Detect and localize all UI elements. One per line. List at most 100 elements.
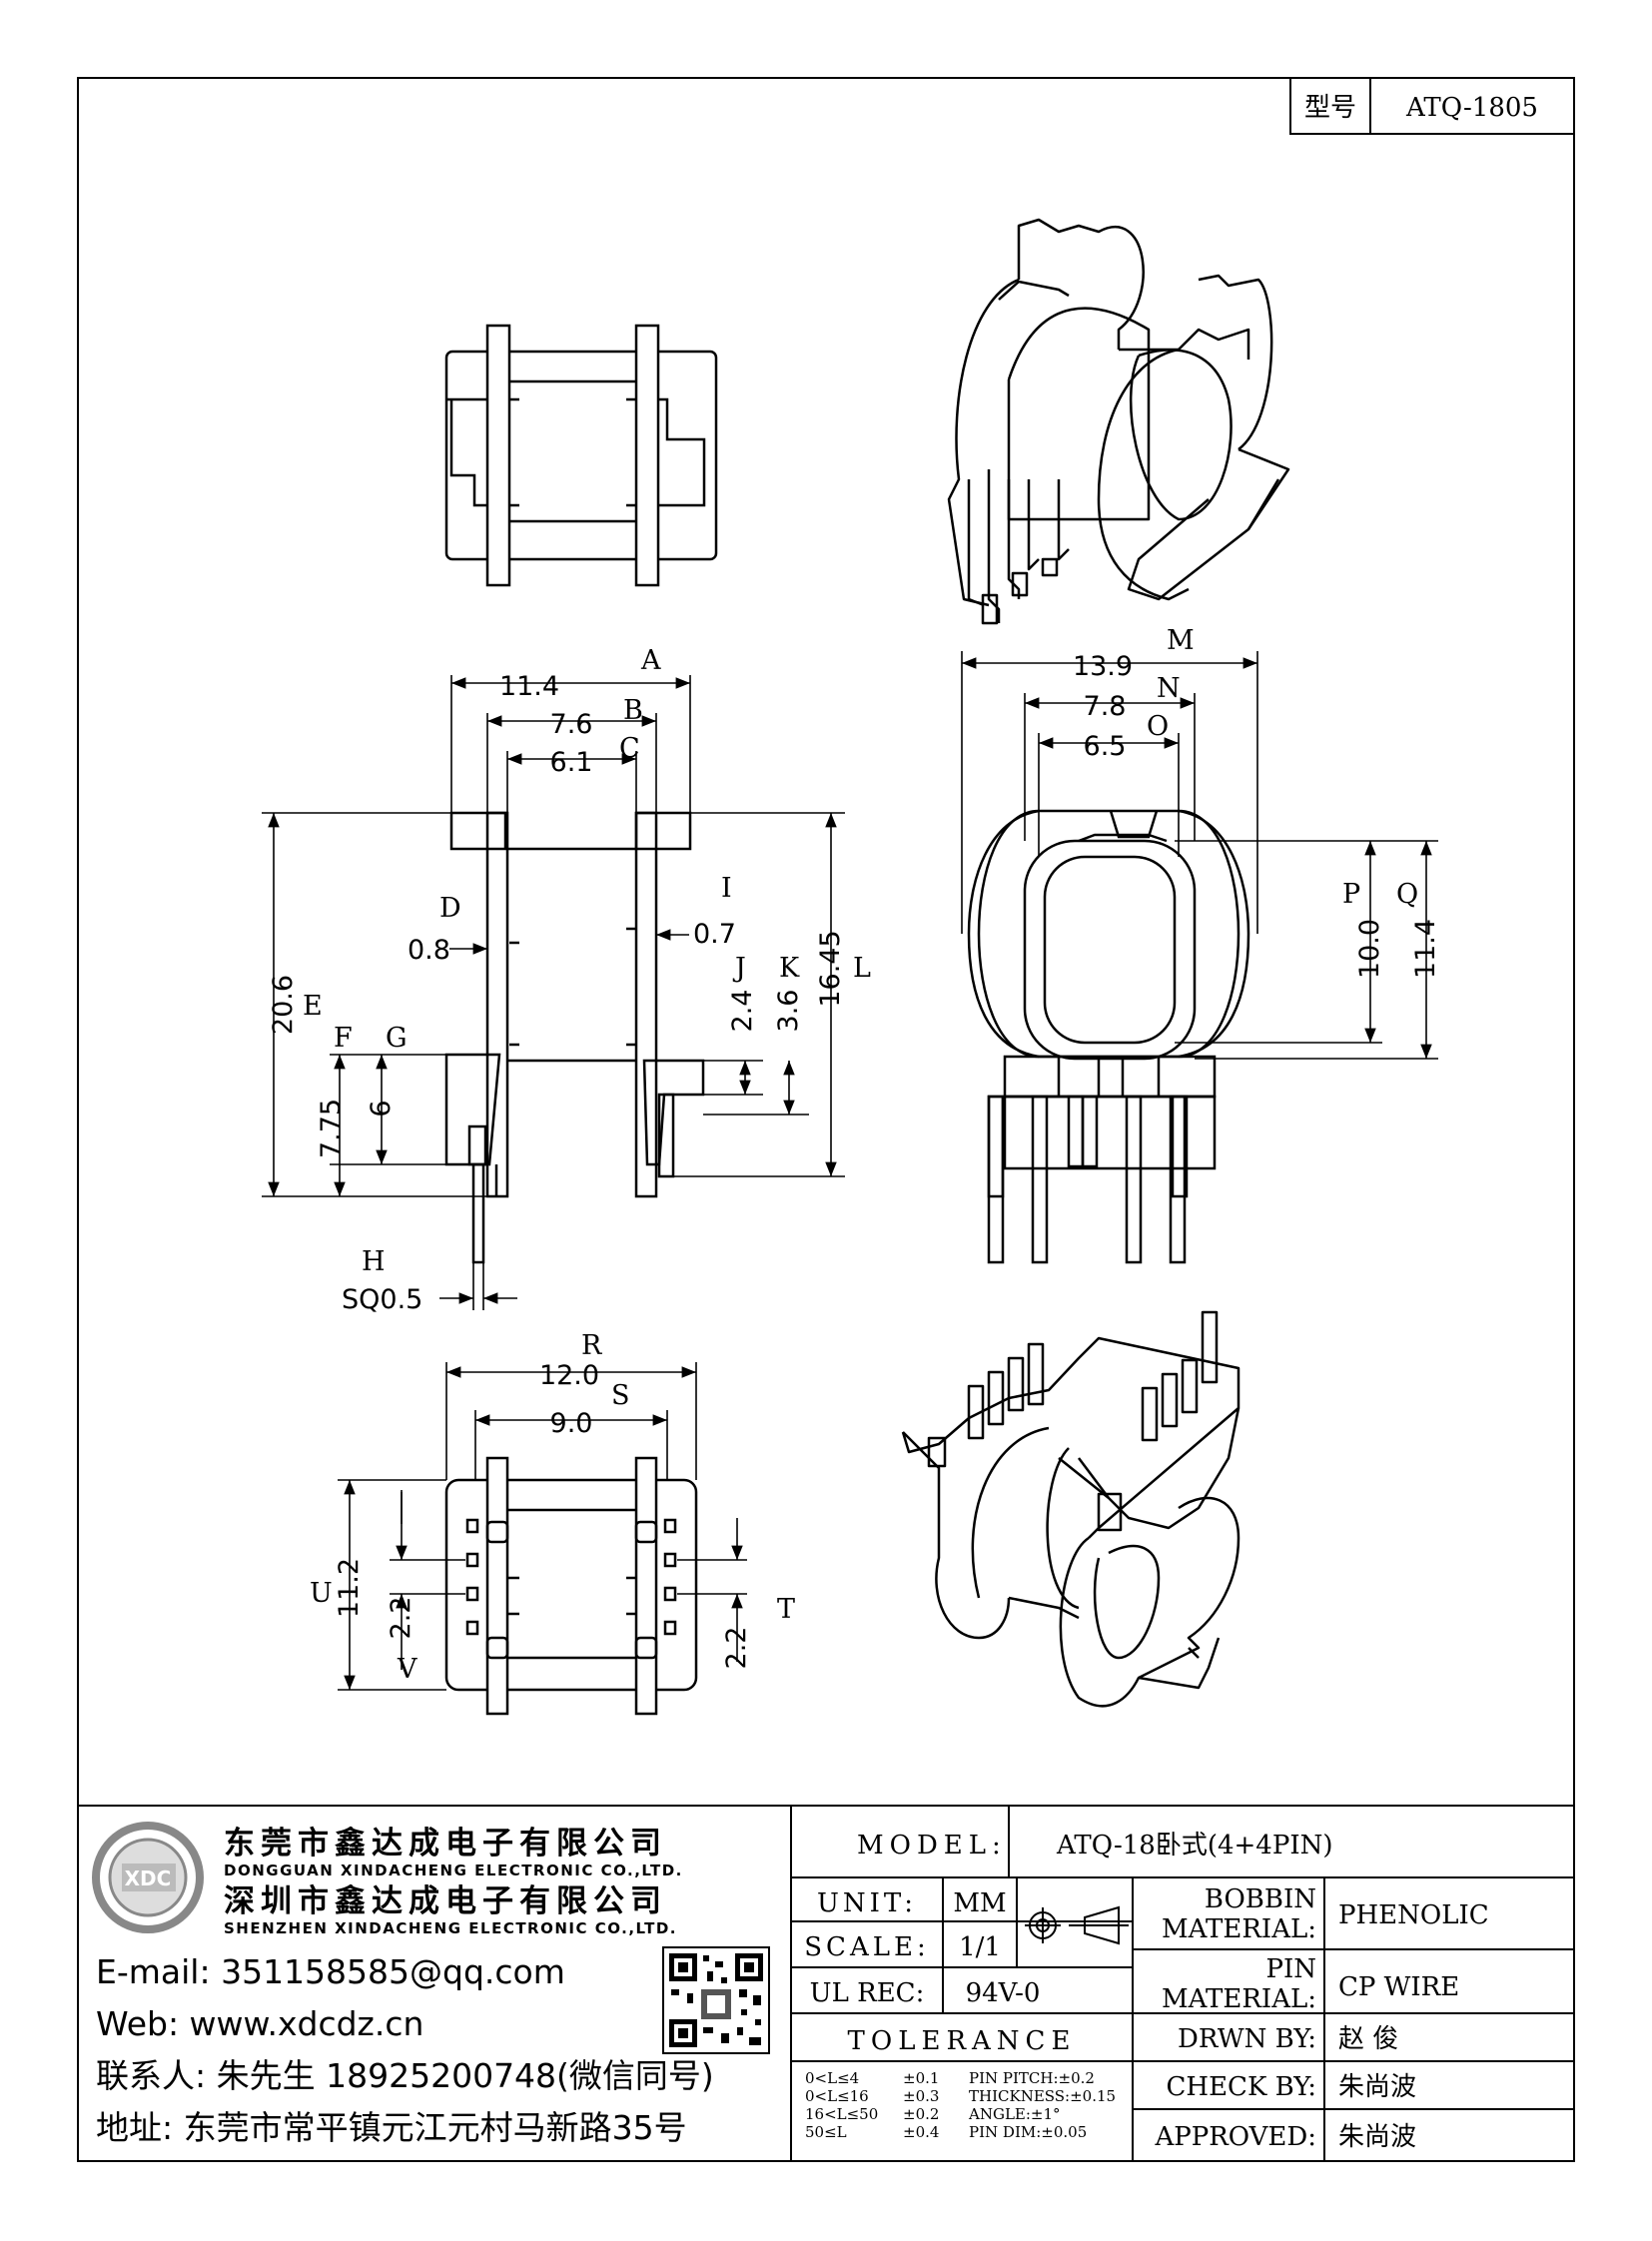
dim-value-J: 2.4 xyxy=(727,990,758,1033)
tb-ul-label: UL REC: xyxy=(810,1978,925,2008)
dim-label-C: C xyxy=(619,733,640,764)
end-view-dimensions xyxy=(961,651,1438,1060)
dim-label-P: P xyxy=(1342,879,1360,910)
bottom-view-dimensions xyxy=(338,1362,747,1691)
header-model-box: 型号 ATQ-1805 xyxy=(1289,77,1575,135)
tb-approved-label: APPROVED: xyxy=(1154,2122,1316,2152)
dim-value-K: 3.6 xyxy=(773,990,804,1033)
dim-label-U: U xyxy=(310,1578,333,1609)
tb-bobbin-value: PHENOLIC xyxy=(1338,1900,1489,1930)
dim-label-M: M xyxy=(1167,625,1195,656)
dim-label-B: B xyxy=(623,695,643,726)
dim-label-S: S xyxy=(611,1380,630,1411)
tb-drwn-label: DRWN BY: xyxy=(1178,2024,1316,2054)
tb-unit-value: MM xyxy=(953,1888,1006,1918)
end-view-drawing xyxy=(967,809,1250,1264)
dim-value-L: 16.45 xyxy=(815,930,846,1007)
dim-value-B: 7.6 xyxy=(550,709,593,740)
bottom-view-labels: R 12.0 S 9.0 U 11.2 2.2 V T 2.2 xyxy=(310,1330,795,1685)
dim-label-O: O xyxy=(1147,711,1169,742)
dim-value-Q: 11.4 xyxy=(1410,919,1441,979)
dim-label-K: K xyxy=(779,953,800,984)
dim-label-G: G xyxy=(386,1023,408,1054)
isometric-view-top xyxy=(947,218,1290,625)
company-website: Web: www.xdcdz.cn xyxy=(96,2004,423,2043)
dim-value-M: 13.9 xyxy=(1073,651,1133,682)
front-view-drawing xyxy=(444,811,705,1264)
tb-bobbin-label-2: MATERIAL: xyxy=(1162,1914,1316,1944)
tol-value-2: ±0.3 xyxy=(903,2087,939,2105)
dim-value-T: 2.2 xyxy=(721,1627,752,1670)
dim-label-R: R xyxy=(581,1330,602,1361)
company-name-dongguan-en: DONGGUAN XINDACHENG ELECTRONIC CO.,LTD. xyxy=(224,1862,683,1879)
tb-pin-value: CP WIRE xyxy=(1338,1972,1459,2002)
tol-range-3: 16<L≤50 xyxy=(805,2105,878,2123)
company-info: 东莞市鑫达成电子有限公司 DONGGUAN XINDACHENG ELECTRO… xyxy=(96,1826,714,2147)
dim-value-I: 0.7 xyxy=(693,919,736,950)
company-logo: XDC xyxy=(92,1822,204,1933)
dim-label-I: I xyxy=(721,873,732,904)
dim-label-A: A xyxy=(640,645,661,676)
title-block-grid xyxy=(78,1805,1574,2161)
tol-spec-1: PIN PITCH:±0.2 xyxy=(969,2069,1095,2087)
header-model-value: ATQ-1805 xyxy=(1405,93,1538,123)
tol-range-1: 0<L≤4 xyxy=(805,2069,859,2087)
dim-value-C: 6.1 xyxy=(550,747,593,778)
tol-value-1: ±0.1 xyxy=(903,2069,939,2087)
dim-value-S: 9.0 xyxy=(550,1408,593,1439)
tb-model-label: MODEL: xyxy=(857,1831,1007,1861)
top-view-drawing xyxy=(444,324,718,587)
qr-code-icon xyxy=(662,1946,770,2054)
isometric-view-bottom xyxy=(901,1310,1240,1708)
company-contact: 联系人: 朱先生 18925200748(微信同号) xyxy=(96,2056,714,2095)
dim-label-L: L xyxy=(853,953,871,984)
company-name-dongguan: 东莞市鑫达成电子有限公司 xyxy=(224,1826,667,1862)
dim-label-V: V xyxy=(397,1654,417,1685)
tol-range-2: 0<L≤16 xyxy=(805,2087,869,2105)
tb-approved-value: 朱尚波 xyxy=(1338,2122,1416,2152)
tb-check-label: CHECK BY: xyxy=(1167,2072,1317,2102)
dim-value-H: SQ0.5 xyxy=(342,1284,422,1315)
dim-value-D: 0.8 xyxy=(408,935,450,966)
dim-label-N: N xyxy=(1157,673,1181,704)
dim-label-E: E xyxy=(303,991,323,1022)
dim-value-P: 10.0 xyxy=(1354,919,1385,979)
tol-spec-3: ANGLE:±1° xyxy=(968,2105,1061,2123)
tb-pin-label-1: PIN xyxy=(1265,1954,1316,1984)
tol-range-4: 50≤L xyxy=(805,2123,847,2141)
dim-label-D: D xyxy=(439,893,461,924)
tb-ul-value: 94V-0 xyxy=(966,1978,1041,2008)
dim-label-J: J xyxy=(732,953,746,984)
tb-check-value: 朱尚波 xyxy=(1338,2072,1416,2102)
tb-model-value: ATQ-18卧式(4+4PIN) xyxy=(1056,1831,1333,1861)
bottom-view-drawing xyxy=(444,1456,698,1716)
tb-drwn-value: 赵 俊 xyxy=(1338,2024,1398,2054)
company-address: 地址: 东莞市常平镇元江元村马新路35号 xyxy=(96,2108,687,2147)
title-block-text: MODEL: ATQ-18卧式(4+4PIN) UNIT: MM SCALE: … xyxy=(804,1831,1488,2152)
logo-text: XDC xyxy=(125,1867,172,1890)
tb-unit-label: UNIT: xyxy=(817,1888,917,1918)
third-angle-projection-icon xyxy=(1025,1905,1129,1945)
dim-value-G: 6 xyxy=(366,1100,397,1117)
tol-value-3: ±0.2 xyxy=(903,2105,939,2123)
tol-value-4: ±0.4 xyxy=(903,2123,939,2141)
end-view-labels: M 13.9 N 7.8 O 6.5 P 10.0 Q 11.4 xyxy=(1073,625,1441,979)
dim-label-Q: Q xyxy=(1396,879,1418,910)
dim-label-F: F xyxy=(334,1023,353,1054)
tb-bobbin-label-1: BOBBIN xyxy=(1205,1884,1316,1914)
dim-label-T: T xyxy=(777,1594,795,1625)
dim-value-V-spacing: 2.2 xyxy=(386,1597,416,1640)
dim-value-R: 12.0 xyxy=(539,1360,599,1391)
header-model-label: 型号 xyxy=(1304,93,1356,123)
dim-label-H: H xyxy=(362,1246,386,1277)
front-view-dimensions xyxy=(262,675,845,1310)
sheet-border xyxy=(77,77,1575,2162)
company-name-shenzhen-en: SHENZHEN XINDACHENG ELECTRONIC CO.,LTD. xyxy=(224,1919,677,1937)
dim-value-E: 20.6 xyxy=(268,975,299,1035)
tb-scale-label: SCALE: xyxy=(804,1932,930,1962)
dim-value-F: 7.75 xyxy=(316,1099,347,1158)
tb-scale-value: 1/1 xyxy=(959,1932,1001,1962)
dim-value-N: 7.8 xyxy=(1084,691,1127,722)
tol-spec-4: PIN DIM:±0.05 xyxy=(969,2123,1087,2141)
